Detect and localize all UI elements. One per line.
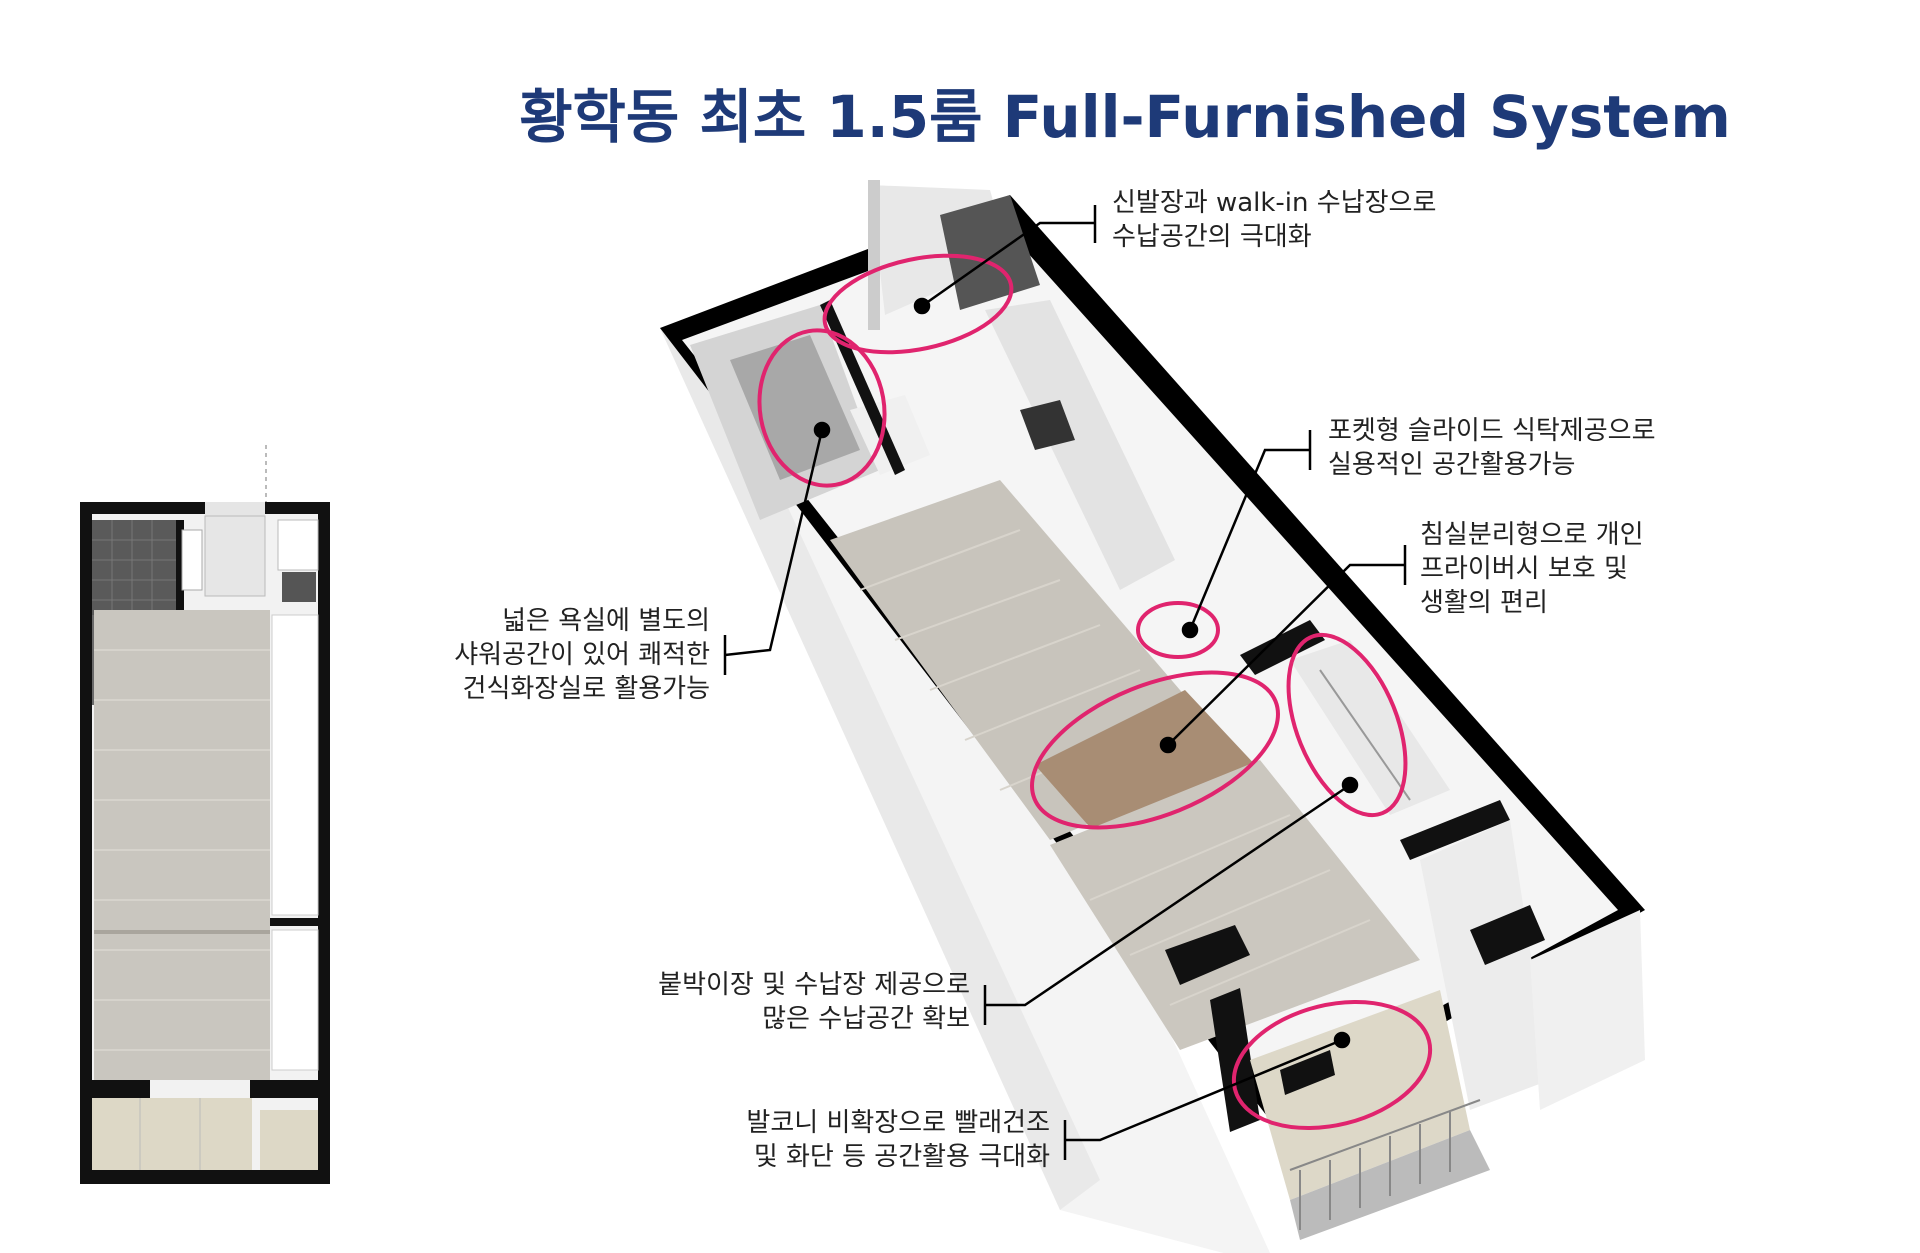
- callout-bedroom: 침실분리형으로 개인 프라이버시 보호 및 생활의 편리: [1420, 520, 1644, 618]
- page-title: 황학동 최초 1.5룸 Full-Furnished System: [519, 83, 1731, 151]
- callout-bathroom: 넓은 욕실에 별도의 샤워공간이 있어 쾌적한 건식화장실로 활용가능: [454, 606, 710, 704]
- highlight-wardrobe: [1286, 632, 1408, 818]
- isometric-unit: [660, 180, 1645, 1253]
- floor-plan-2d: [80, 445, 330, 1184]
- highlight-bedroom-partition: [1030, 670, 1280, 830]
- highlight-shoe-storage: [822, 253, 1014, 355]
- callout-wardrobe: 붙박이장 및 수납장 제공으로 많은 수납공간 확보: [658, 970, 970, 1034]
- highlight-sliding-table: [1136, 601, 1220, 659]
- highlight-markers: [757, 253, 1433, 1131]
- highlight-balcony: [1231, 999, 1433, 1131]
- callout-balcony: 발코니 비확장으로 빨래건조 및 화단 등 공간활용 극대화: [746, 1108, 1050, 1172]
- callout-shoe-storage: 신발장과 walk-in 수납장으로 수납공간의 극대화: [1112, 188, 1437, 252]
- highlight-bathroom: [757, 328, 887, 488]
- leader-lines: [723, 205, 1407, 1160]
- callout-sliding-table: 포켓형 슬라이드 식탁제공으로 실용적인 공간활용가능: [1328, 416, 1656, 480]
